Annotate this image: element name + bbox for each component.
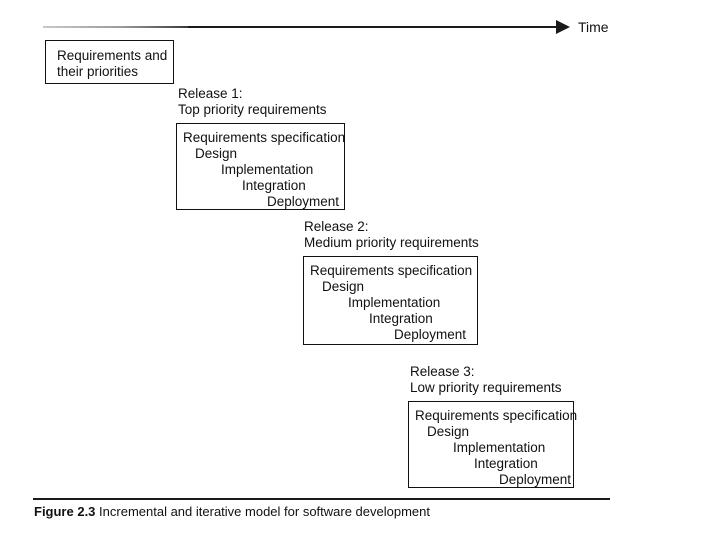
release-1-subtitle: Top priority requirements xyxy=(178,102,327,117)
release-2-title: Release 2: xyxy=(304,219,369,234)
phase-item: Integration xyxy=(242,178,306,193)
phase-item: Requirements specification xyxy=(310,263,473,278)
phase-item: Integration xyxy=(369,311,433,326)
phase-item: Design xyxy=(322,279,365,294)
phase-item: Implementation xyxy=(221,162,314,177)
release-3-phase-list: Requirements specification Design Implem… xyxy=(409,408,578,488)
time-axis-label: Time xyxy=(578,19,609,35)
phase-item: Deployment xyxy=(394,327,467,342)
phase-item: Deployment xyxy=(267,194,340,209)
time-axis-line xyxy=(43,26,563,28)
phase-item: Design xyxy=(195,146,238,161)
phase-item: Requirements specification xyxy=(183,130,346,145)
release-2-caption: Release 2: Medium priority requirements xyxy=(304,219,479,251)
figure-caption-text: Incremental and iterative model for soft… xyxy=(99,504,430,519)
release-2-subtitle: Medium priority requirements xyxy=(304,235,479,250)
release-1-title: Release 1: xyxy=(178,86,243,101)
requirements-box-line-2: their priorities xyxy=(57,64,139,79)
release-1-phase-list: Requirements specification Design Implem… xyxy=(177,130,346,210)
release-1-box: Requirements specification Design Implem… xyxy=(176,123,345,210)
release-2-box: Requirements specification Design Implem… xyxy=(303,256,478,345)
figure-caption-number: Figure 2.3 xyxy=(34,504,96,519)
requirements-box-line-1: Requirements and xyxy=(57,48,168,63)
phase-item: Deployment xyxy=(499,472,572,487)
phase-item: Implementation xyxy=(348,295,441,310)
phase-item: Integration xyxy=(474,456,538,471)
figure-caption: Figure 2.3 Incremental and iterative mod… xyxy=(34,504,430,520)
phase-item: Requirements specification xyxy=(415,408,578,423)
release-3-subtitle: Low priority requirements xyxy=(410,380,562,395)
requirements-box: Requirements and their priorities xyxy=(45,40,174,84)
arrow-right-icon xyxy=(556,20,570,34)
phase-item: Implementation xyxy=(453,440,546,455)
phase-item: Design xyxy=(427,424,470,439)
figure-caption-rule xyxy=(33,498,610,500)
release-2-phase-list: Requirements specification Design Implem… xyxy=(304,263,477,343)
release-3-caption: Release 3: Low priority requirements xyxy=(410,364,562,396)
release-3-box: Requirements specification Design Implem… xyxy=(408,401,578,488)
release-1-caption: Release 1: Top priority requirements xyxy=(178,86,327,118)
release-3-title: Release 3: xyxy=(410,364,475,379)
